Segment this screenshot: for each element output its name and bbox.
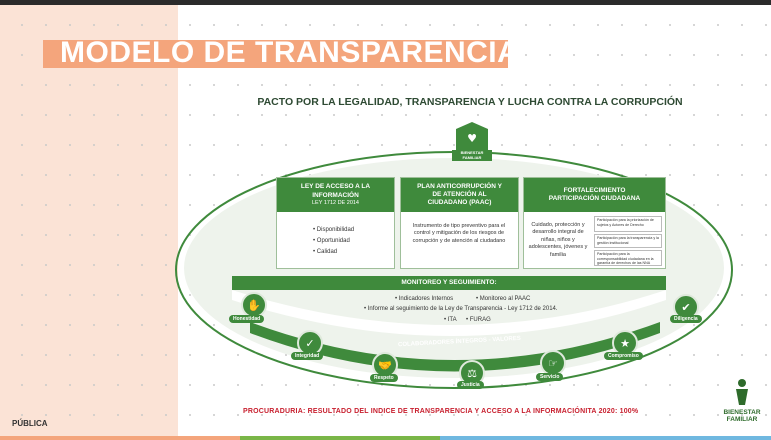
participation-box: Participación para la corresponsabilidad… [594, 250, 662, 266]
pillar-header: PLAN ANTICORRUPCIÓN Y DE ATENCIÓN AL CIU… [401, 178, 518, 212]
value-label: Servicio [536, 373, 564, 381]
participation-box: Participación para la transparencia y la… [594, 234, 662, 248]
value-label: Diligencia [670, 315, 702, 323]
brand-line: BIENESTAR [723, 409, 761, 416]
pillar-text: Instrumento de tipo preventivo para el c… [412, 223, 506, 244]
brand-logo-icon [733, 378, 751, 406]
monitoring-item: • Informe al seguimiento de la Ley de Tr… [364, 306, 558, 312]
list-item: • Oportunidad [313, 238, 350, 244]
commitment-icon: ★ [612, 330, 638, 356]
diagram-subtitle: PACTO POR LA LEGALIDAD, TRANSPARENCIA Y … [257, 96, 683, 108]
pillar-header: LEY DE ACCESO A LA INFORMACIÓN LEY 1712 … [277, 178, 394, 212]
list-item: • Disponibilidad [313, 227, 355, 233]
pillar-title: LEY DE ACCESO A LA INFORMACIÓN [300, 183, 371, 199]
pillar-card-participation: FORTALECIMIENTO PARTICIPACIÓN CIUDADANA … [523, 177, 666, 269]
pillar-title: PLAN ANTICORRUPCIÓN Y DE ATENCIÓN AL CIU… [417, 182, 502, 207]
list-item: • Calidad [313, 249, 338, 255]
monitoring-item: • Indicadores Internos [395, 296, 454, 302]
pillar-card-paac: PLAN ANTICORRUPCIÓN Y DE ATENCIÓN AL CIU… [400, 177, 519, 269]
title-banner: MODELO DE TRANSPARENCIA [43, 36, 519, 69]
footer-stripe [0, 436, 240, 440]
value-label: Compromiso [604, 352, 643, 360]
monitoring-header: MONITOREO Y SEGUIMIENTO: [232, 276, 666, 290]
classification-label: PÚBLICA [12, 419, 48, 428]
pillar-subtitle: LEY 1712 DE 2014 [312, 199, 359, 206]
monitoring-item: • Monitoreo al PAAC [476, 296, 531, 302]
pillar-title: FORTALECIMIENTO PARTICIPACIÓN CIUDADANA [548, 186, 641, 202]
logo-label: BIENESTAR FAMILIAR [452, 150, 492, 161]
logo-figure-icon: ♥ [467, 132, 477, 145]
value-label: Respeto [370, 374, 398, 382]
service-icon: ☞ [540, 350, 566, 376]
brand-line: FAMILIAR [726, 415, 758, 423]
value-label: Justicia [457, 381, 484, 389]
value-label: Honestidad [229, 315, 265, 323]
pillar-card-law: LEY DE ACCESO A LA INFORMACIÓN LEY 1712 … [276, 177, 395, 269]
footer-stripe [440, 436, 771, 440]
page-title: MODELO DE TRANSPARENCIA [60, 36, 520, 69]
transparency-result: PROCURADURIA: RESULTADO DEL INDICE DE TR… [243, 408, 639, 415]
pillar-header: FORTALECIMIENTO PARTICIPACIÓN CIUDADANA [524, 178, 665, 212]
monitoring-item: • ITA [444, 317, 457, 323]
footer-stripe [240, 436, 440, 440]
pillar-text: Cuidado, protección y desarrollo integra… [528, 222, 588, 258]
value-label: Integridad [291, 352, 324, 360]
brand-name: BIENESTAR FAMILIAR [719, 409, 765, 424]
participation-box: Participación para la priorización de su… [594, 216, 662, 232]
monitor-arc [232, 290, 666, 336]
monitoring-item: • FURAG [466, 317, 491, 323]
